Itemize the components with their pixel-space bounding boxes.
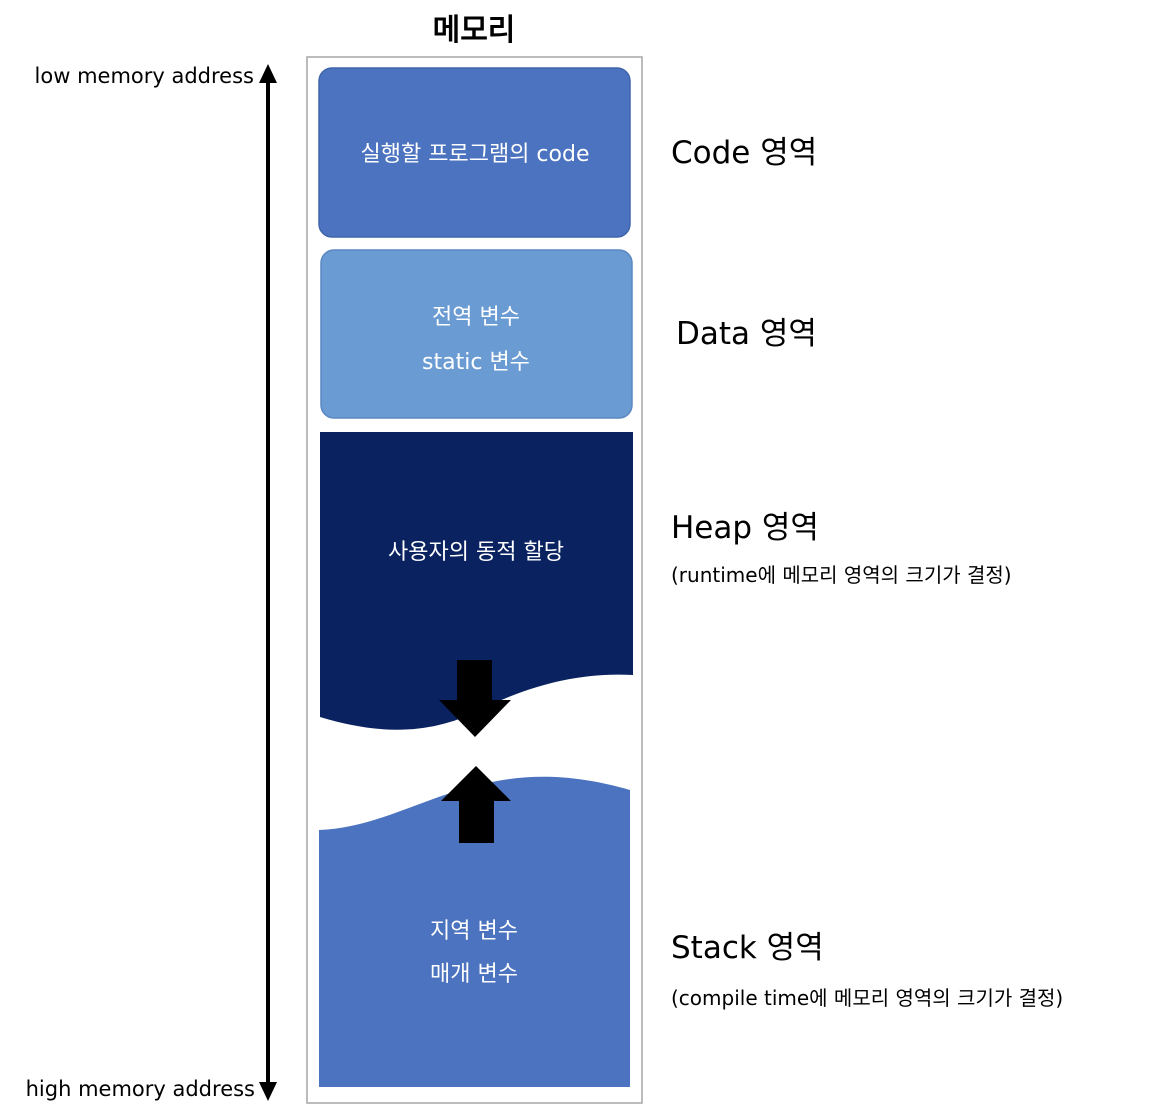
heap-segment-note: (runtime에 메모리 영역의 크기가 결정) (671, 563, 1012, 587)
data-segment-text-line2: static 변수 (422, 350, 530, 375)
high-address-label: high memory address (26, 1077, 255, 1101)
diagram-title: 메모리 (433, 13, 516, 48)
code-segment-block (318, 67, 631, 238)
double-arrow-vertical-icon (259, 64, 277, 1101)
stack-segment-block (319, 776, 630, 1087)
data-segment-block (320, 249, 633, 419)
stack-segment-label: Stack 영역 (671, 930, 824, 966)
stack-segment-text-line2: 매개 변수 (430, 962, 518, 987)
code-segment-text: 실행할 프로그램의 code (361, 142, 590, 167)
heap-segment-label: Heap 영역 (671, 510, 819, 546)
address-axis-top-head (259, 64, 277, 83)
stack-segment-note: (compile time에 메모리 영역의 크기가 결정) (671, 986, 1063, 1010)
heap-segment-block (320, 432, 633, 730)
stack-segment-text-line1: 지역 변수 (430, 919, 518, 944)
arrow-down-icon (439, 660, 511, 737)
data-segment-label: Data 영역 (676, 316, 817, 352)
low-address-label: low memory address (35, 64, 254, 88)
address-axis-bottom-head (259, 1082, 277, 1101)
arrow-up-icon (441, 766, 511, 843)
heap-segment-text: 사용자의 동적 할당 (388, 540, 564, 565)
code-segment-label: Code 영역 (671, 135, 817, 171)
data-segment-text-line1: 전역 변수 (432, 305, 520, 330)
